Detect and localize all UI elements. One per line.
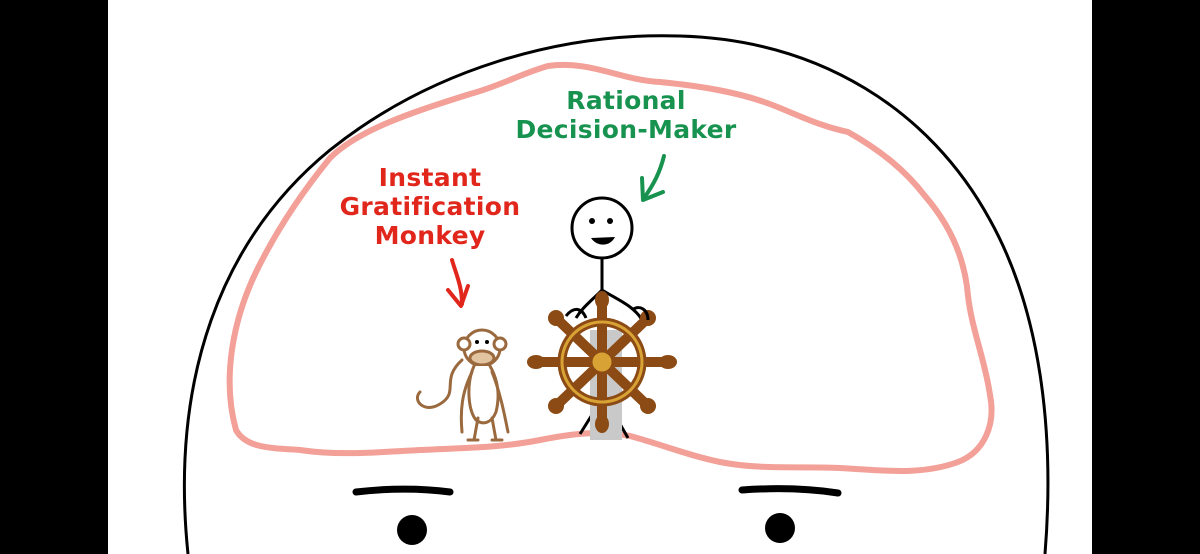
rational-label-line-1: Rational xyxy=(566,86,686,115)
monkey-arrow-icon xyxy=(446,258,470,308)
rational-decision-maker-label: Rational Decision-Maker xyxy=(476,86,776,144)
monkey-label-line-2: Gratification xyxy=(339,192,521,221)
rational-arrow-icon xyxy=(640,154,666,202)
letterbox-left xyxy=(0,0,108,554)
right-eye xyxy=(765,513,795,543)
monkey-label-line-1: Instant xyxy=(378,163,482,192)
left-eye xyxy=(397,515,427,545)
right-eyebrow xyxy=(738,485,842,497)
instant-gratification-monkey-label: Instant Gratification Monkey xyxy=(305,163,555,250)
monkey-label-line-3: Monkey xyxy=(374,221,486,250)
brain-outline xyxy=(226,61,995,474)
letterbox-right xyxy=(1092,0,1200,554)
stick-figure-hands xyxy=(564,306,650,321)
head-illustration xyxy=(182,34,1050,554)
left-eyebrow xyxy=(352,485,454,496)
ship-wheel-icon xyxy=(527,291,677,433)
head-outline xyxy=(182,34,1050,554)
monkey-icon xyxy=(416,328,510,442)
rational-label-line-2: Decision-Maker xyxy=(515,115,737,144)
illustration-canvas xyxy=(108,0,1092,554)
